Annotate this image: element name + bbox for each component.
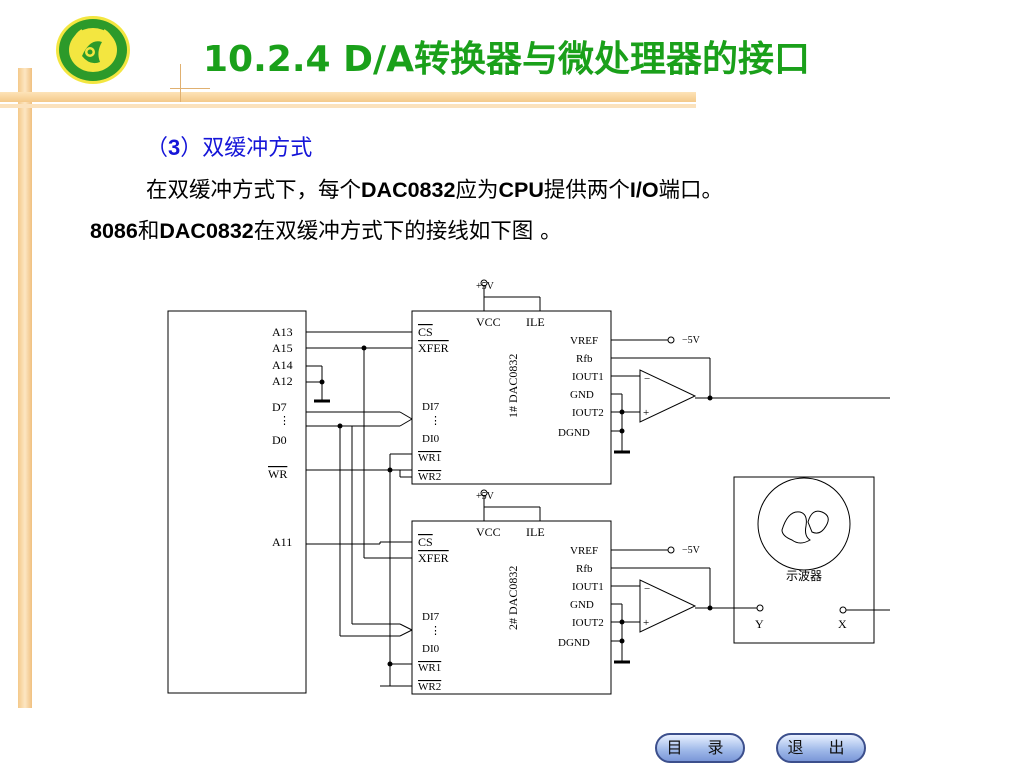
para-text-4: 端口。 [658, 178, 724, 203]
para-text-5: 和 [137, 219, 160, 244]
pin-a15: A15 [272, 341, 293, 355]
pin-a11: A11 [272, 535, 292, 549]
dac2-ref: −5V [682, 545, 701, 556]
svg-text:+: + [643, 407, 649, 419]
oscilloscope-x: X [838, 617, 847, 631]
dac1-di0: DI0 [422, 433, 440, 445]
pin-d0: D0 [272, 433, 287, 447]
para-bold-4: 8086 [90, 219, 138, 243]
oscilloscope-waveform-2 [807, 510, 829, 534]
description-paragraph: 在双缓冲方式下，每个DAC0832应为CPU提供两个I/O端口。8086和DAC… [90, 170, 970, 252]
section-heading: （3）双缓冲方式 [146, 130, 312, 162]
para-text-1: 在双缓冲方式下，每个 [146, 178, 362, 203]
dac1-di7: DI7 [422, 401, 440, 413]
svg-text:+: + [643, 617, 649, 629]
dac2-wr1: WR1 [418, 662, 441, 674]
para-bold-5: DAC0832 [159, 219, 254, 243]
dac2-box [411, 520, 612, 695]
para-text-6: 在双缓冲方式下的接线如下图 。 [253, 219, 562, 244]
page-title: 10.2.4 D/A转换器与微处理器的接口 [203, 39, 810, 80]
contents-button[interactable]: 目 录 [655, 733, 745, 763]
header-cross-line-h [170, 88, 210, 89]
oscilloscope-y: Y [755, 617, 764, 631]
para-bold-3: I/O [629, 178, 659, 202]
cpu-8086-box [167, 310, 307, 694]
dac1-gnd: GND [570, 389, 594, 401]
header-decorative-bar [0, 92, 696, 102]
para-bold-1: DAC0832 [361, 178, 456, 202]
oscilloscope-waveform [781, 511, 811, 544]
dac1-iout1: IOUT1 [572, 371, 604, 383]
heading-text: ）双缓冲方式 [180, 136, 313, 161]
dac2-gnd: GND [570, 599, 594, 611]
dac2-rfb: Rfb [576, 563, 593, 575]
dac2-di7: DI7 [422, 611, 440, 623]
svg-text:⋮: ⋮ [279, 415, 290, 427]
pin-wr: WR [268, 467, 287, 481]
dac2-iout1: IOUT1 [572, 581, 604, 593]
pin-d7: D7 [272, 400, 287, 414]
dac2-vcc: VCC [476, 525, 501, 539]
dac1-iout2: IOUT2 [572, 407, 604, 419]
left-decorative-bar [18, 68, 32, 708]
dac2-di0: DI0 [422, 643, 440, 655]
dac2-wr2: WR2 [418, 681, 441, 693]
dac1-box [411, 310, 612, 485]
oscilloscope-box [733, 476, 875, 644]
dac1-supply: +5V [476, 281, 495, 292]
header-decorative-line [0, 104, 696, 108]
dac1-cs: CS [418, 325, 433, 339]
dac1-dgnd: DGND [558, 427, 590, 439]
circuit-diagram: A13 A15 A14 A12 D7 ⋮ D0 WR A11 +5V VCC I… [167, 279, 890, 695]
dac2-supply: +5V [476, 491, 495, 502]
dac1-wr2: WR2 [418, 471, 441, 483]
heading-paren: （ [146, 136, 169, 161]
para-text-3: 提供两个 [543, 178, 630, 203]
dac2-vref: VREF [570, 545, 598, 557]
pin-a14: A14 [272, 358, 293, 372]
heading-number: 3 [168, 135, 181, 160]
oscilloscope-label: 示波器 [786, 569, 822, 583]
svg-text:⋮: ⋮ [430, 415, 441, 427]
svg-text:⋮: ⋮ [430, 625, 441, 637]
dac2-xfer: XFER [418, 551, 449, 565]
header-cross-line-v [180, 64, 181, 102]
dac2-cs: CS [418, 535, 433, 549]
dac2-dgnd: DGND [558, 637, 590, 649]
svg-text:−: − [644, 373, 650, 385]
exit-button[interactable]: 退 出 [776, 733, 866, 763]
dac1-wr1: WR1 [418, 452, 441, 464]
dac2-name: 2# DAC0832 [506, 566, 520, 630]
pin-a12: A12 [272, 374, 293, 388]
university-logo [56, 16, 130, 84]
oscilloscope-screen [757, 477, 851, 571]
dac1-xfer: XFER [418, 341, 449, 355]
dac1-rfb: Rfb [576, 353, 593, 365]
dac1-name: 1# DAC0832 [506, 354, 520, 418]
dac1-ref: −5V [682, 335, 701, 346]
para-bold-2: CPU [498, 178, 544, 202]
para-text-2: 应为 [455, 178, 499, 203]
pin-a13: A13 [272, 325, 293, 339]
dac2-iout2: IOUT2 [572, 617, 604, 629]
dac1-vcc: VCC [476, 315, 501, 329]
dac1-vref: VREF [570, 335, 598, 347]
svg-text:−: − [644, 583, 650, 595]
dac1-ile: ILE [526, 315, 545, 329]
dac2-ile: ILE [526, 525, 545, 539]
